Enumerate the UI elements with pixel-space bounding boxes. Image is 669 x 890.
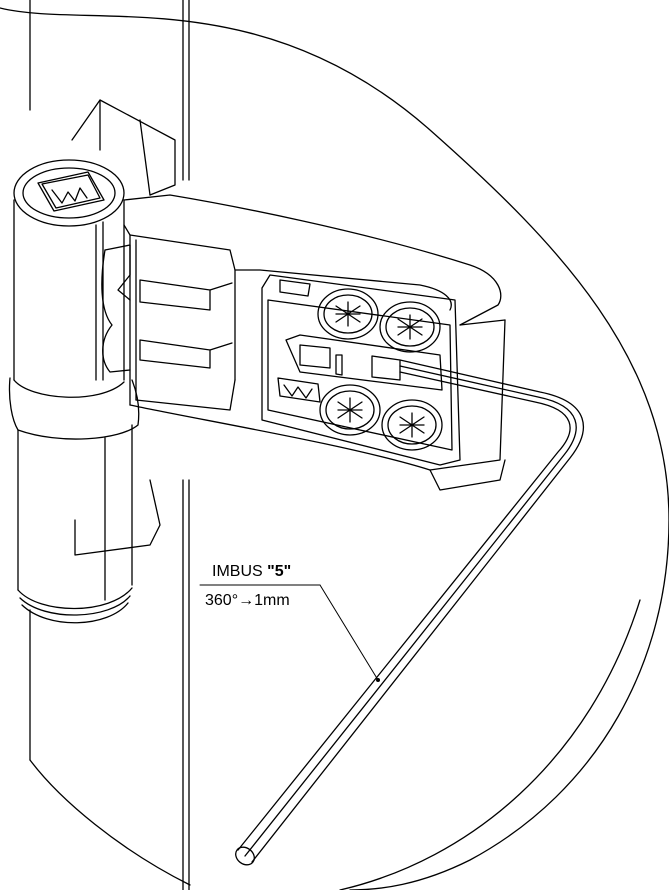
hinge-rear-block [71,99,176,556]
hinge-arm [101,194,506,491]
imbus-size-label: IMBUS "5" [212,563,291,581]
screw-top-right [379,301,441,353]
tool-size: "5" [267,563,292,580]
hinge-barrel [8,159,140,624]
callout-leader [199,584,380,682]
tool-name: IMBUS [212,563,263,580]
adjustment-ratio-label: 360°→1mm [205,592,290,609]
screw-bottom-left [319,384,381,436]
door-leaf-outline [0,7,669,890]
door-frame [29,0,190,890]
screw-bottom-right [381,399,443,451]
manufacturer-logo-icon [37,171,105,212]
screw-top-left [317,288,379,340]
hex-key-tool [235,359,584,866]
